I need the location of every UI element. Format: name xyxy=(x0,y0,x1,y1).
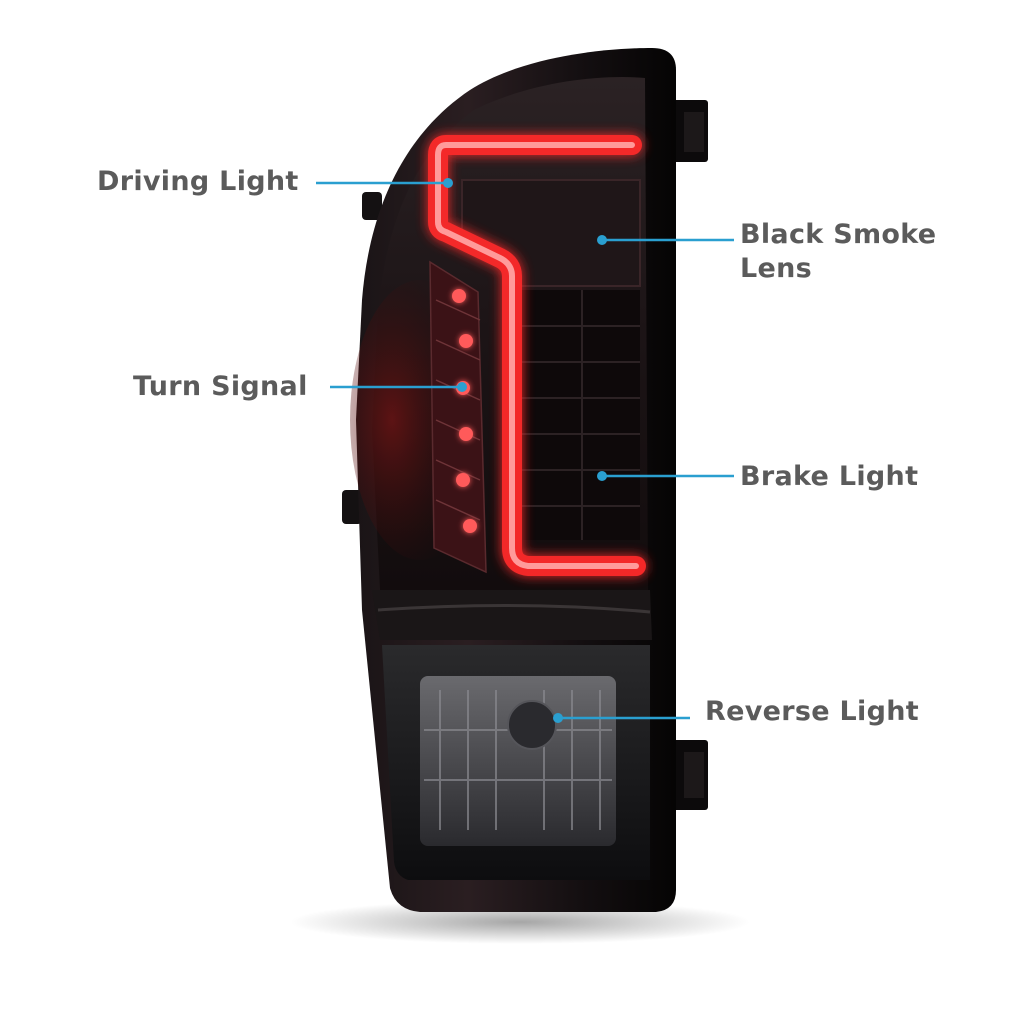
separation-band-highlight xyxy=(377,603,651,614)
separation-band xyxy=(372,590,652,640)
leader-dot-driving xyxy=(443,178,453,188)
turn-signal-label: Turn Signal xyxy=(133,371,308,402)
turn-signal-led xyxy=(452,289,466,303)
mounting-tab-top-inner xyxy=(684,112,704,152)
leader-dot-reverse xyxy=(553,713,563,723)
brake-light-label: Brake Light xyxy=(740,461,919,492)
driving-light-label: Driving Light xyxy=(97,166,299,197)
turn-signal-led xyxy=(463,519,477,533)
side-clip-bottom xyxy=(342,490,362,524)
mounting-tab-bottom-inner xyxy=(684,752,704,798)
leader-dot-smoke xyxy=(597,235,607,245)
turn-signal-led xyxy=(459,334,473,348)
black-smoke-lens-label: Black Smoke Lens xyxy=(740,219,937,284)
turn-signal-strip xyxy=(429,260,487,574)
reverse-light-insert xyxy=(420,676,616,846)
leader-dot-turn xyxy=(457,382,467,392)
turn-signal-led xyxy=(459,427,473,441)
turn-signal-led xyxy=(456,473,470,487)
side-clip-top xyxy=(362,192,382,220)
reverse-bulb-socket xyxy=(507,700,557,750)
brake-light-grid xyxy=(522,290,640,540)
leader-dot-brake xyxy=(597,471,607,481)
driving-light-bar-core xyxy=(435,142,639,569)
reverse-light-label: Reverse Light xyxy=(705,696,919,727)
